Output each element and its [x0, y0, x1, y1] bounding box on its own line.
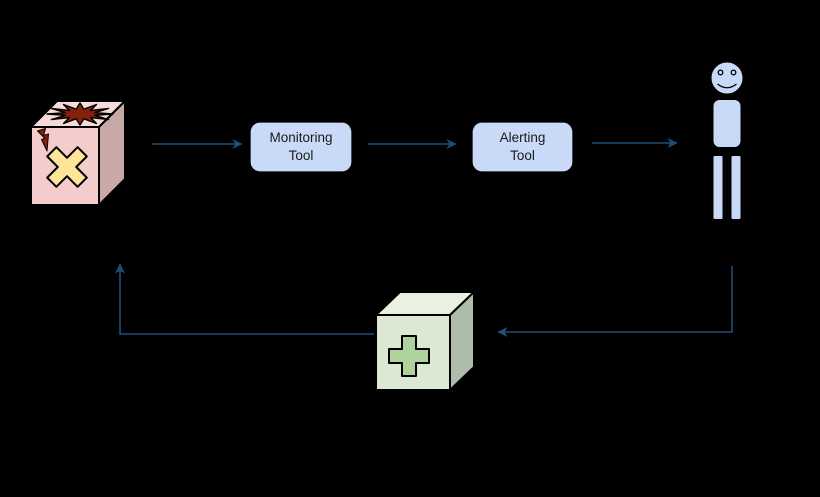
person-right-eye	[730, 69, 737, 76]
person-left-leg	[711, 154, 725, 221]
arrow-person-to-fix	[497, 266, 733, 337]
explosion-icon	[46, 102, 114, 126]
fix-cube	[375, 291, 475, 391]
node-alerting-tool	[471, 121, 574, 173]
person-figure	[709, 60, 745, 221]
person-smile	[717, 83, 737, 89]
lightning-icon	[37, 128, 49, 152]
x-mark-icon	[46, 146, 88, 188]
plus-mark-icon	[388, 335, 430, 377]
person-torso	[711, 98, 743, 149]
person-right-leg	[729, 154, 743, 221]
broken-system-cube	[30, 100, 126, 206]
arrow-fix-to-system	[115, 263, 374, 335]
node-monitoring-tool	[249, 121, 353, 173]
person-head	[709, 60, 745, 96]
person-left-eye	[717, 69, 724, 76]
